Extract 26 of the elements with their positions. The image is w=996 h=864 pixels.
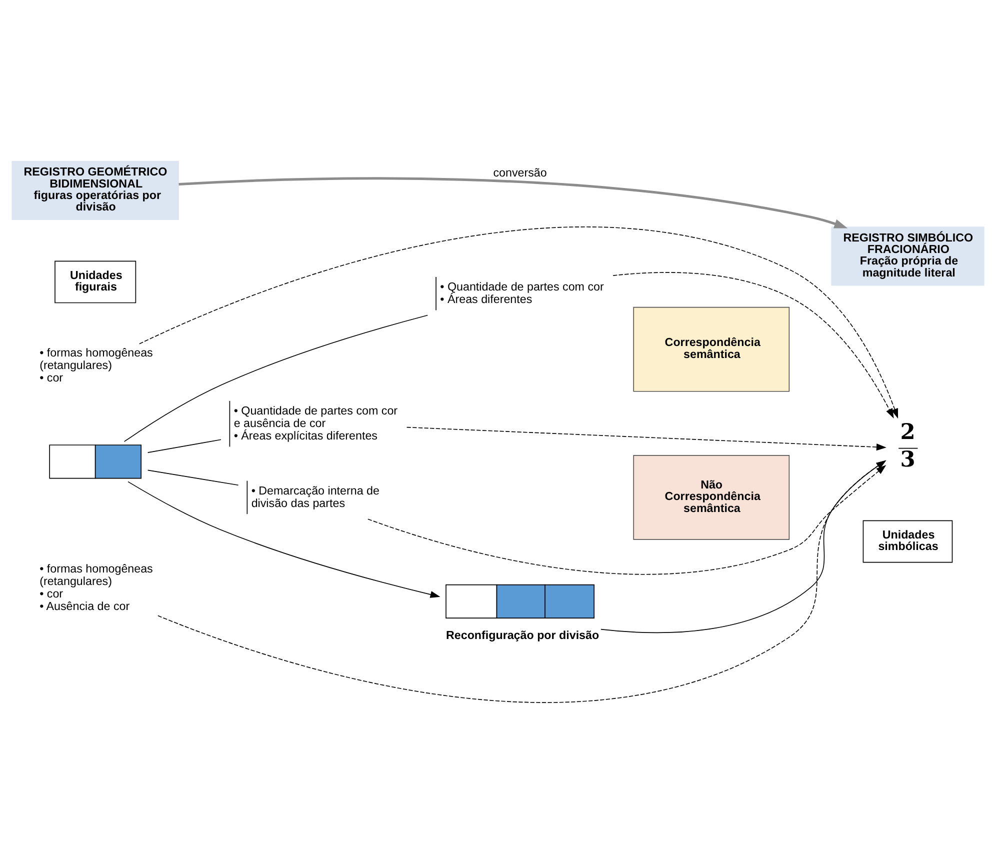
node-box: Unidades simbólicas xyxy=(862,520,953,563)
connector xyxy=(147,439,222,453)
arrow xyxy=(600,460,886,634)
arrow xyxy=(612,272,894,419)
arrow xyxy=(406,426,886,451)
node-label: 2 xyxy=(900,420,916,446)
arrow xyxy=(128,481,440,598)
arrow xyxy=(368,465,886,575)
node-box: Não Correspondência semântica xyxy=(633,455,790,540)
node-label: 3 xyxy=(900,447,916,472)
arrow xyxy=(158,460,886,703)
connector xyxy=(124,314,428,442)
node-text: • formas homogêneas (retangulares) • cor • Ausência de cor xyxy=(40,562,153,613)
node-box: Correspondência semântica xyxy=(633,306,790,392)
node-text: • Demarcação interna de divisão das partes xyxy=(251,484,380,510)
arrow xyxy=(178,177,848,228)
node-box: Unidades figurais xyxy=(54,260,136,304)
node-box: REGISTRO SIMBÓLICO FRACIONÁRIO Fração própria de magnitude literal xyxy=(831,226,984,286)
arrow xyxy=(138,226,898,419)
node-label: Reconfiguração por divisão xyxy=(446,629,600,642)
node-box: REGISTRO GEOMÉTRICO BIDIMENSIONAL figuras operatórias por divisão xyxy=(12,160,179,220)
edge-label: conversão xyxy=(493,166,547,180)
node-text: • Quantidade de partes com cor • Áreas diferentes xyxy=(440,280,604,306)
node-text: • formas homogêneas (retangulares) • cor xyxy=(40,346,153,385)
connector xyxy=(147,470,239,486)
node-text: • Quantidade de partes com cor e ausência de cor • Áreas explícitas diferentes xyxy=(234,404,398,442)
